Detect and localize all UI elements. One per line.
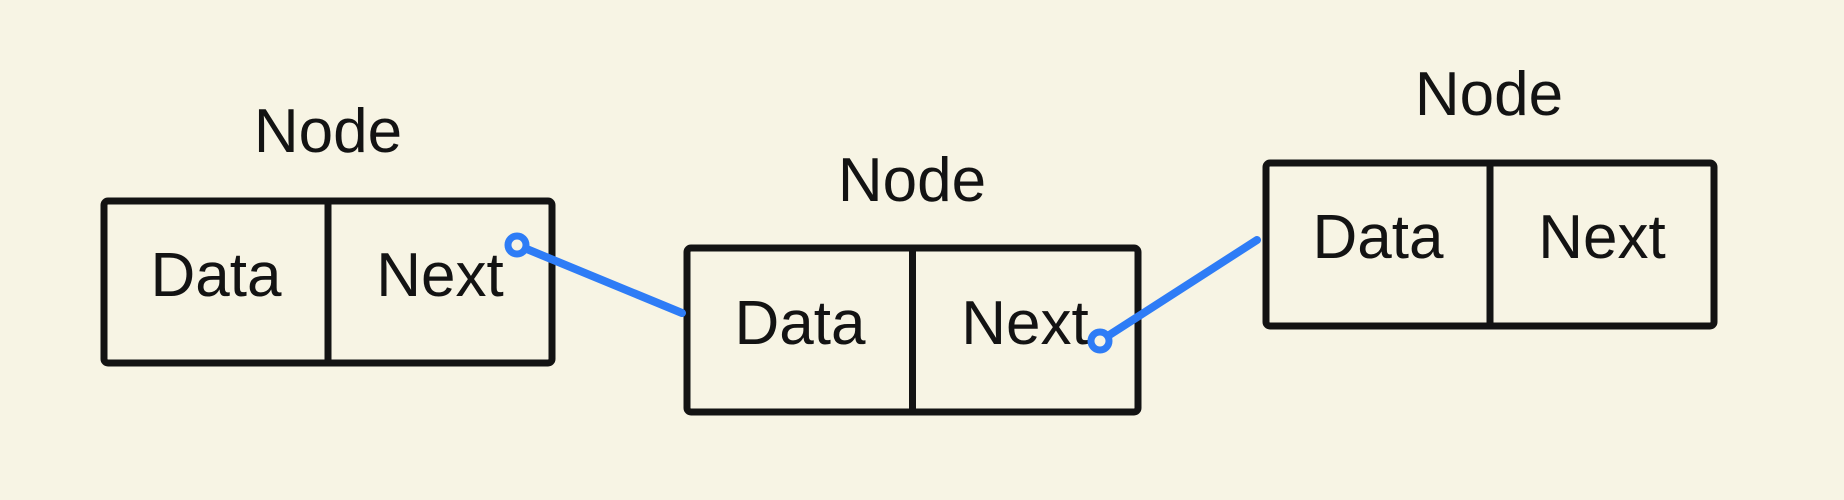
connector-2-line	[1096, 236, 1261, 345]
node-1: Node Data Next	[100, 97, 556, 367]
node-1-data-cell-label: Data	[151, 241, 282, 310]
node-1-title: Node	[254, 97, 402, 166]
node-3: Node Data Next	[1262, 60, 1718, 330]
node-1-next-cell-label: Next	[376, 241, 503, 310]
node-3-data-cell-label: Data	[1313, 203, 1444, 272]
connector-1-line	[513, 241, 686, 317]
node-2-next-cell-label: Next	[961, 289, 1088, 358]
node-3-title: Node	[1415, 60, 1563, 129]
node-2-data-cell-label: Data	[735, 289, 866, 358]
node-3-next-cell-label: Next	[1538, 203, 1665, 272]
connector-1	[504, 232, 686, 317]
connector-2-origin-circle-icon	[1087, 328, 1113, 354]
node-2-title: Node	[838, 146, 986, 215]
node-2: Node Data Next	[683, 146, 1142, 416]
connector-1-origin-circle-icon	[504, 232, 530, 258]
connector-2	[1087, 236, 1261, 354]
